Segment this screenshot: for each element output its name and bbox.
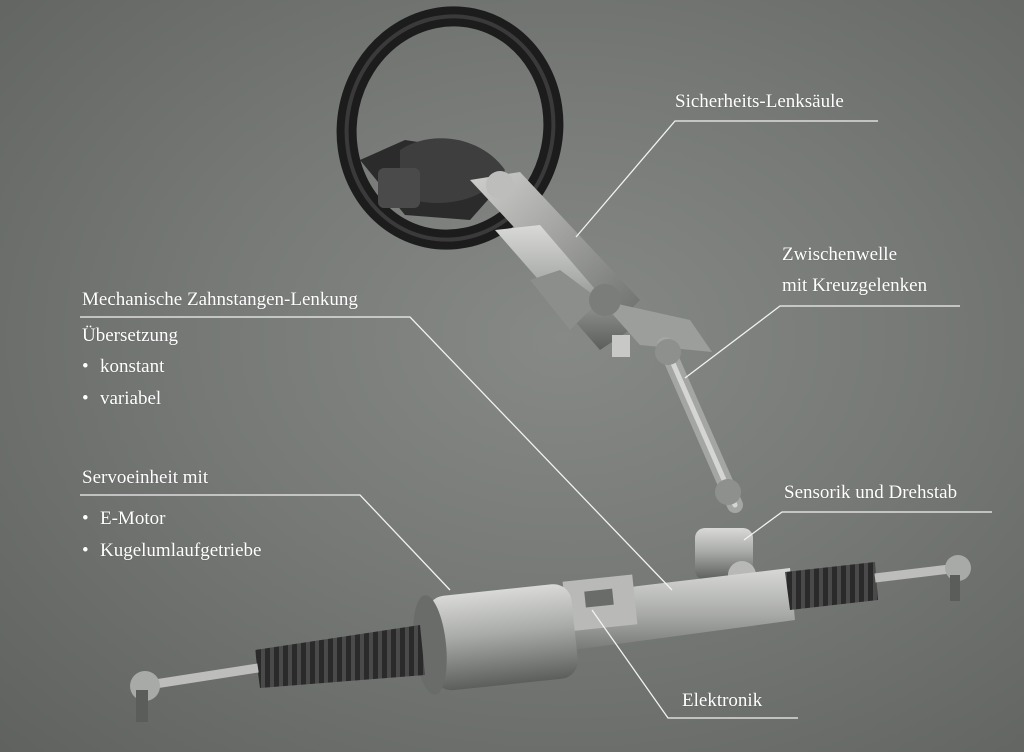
label-intermediate-shaft-line1: Zwischenwelle: [782, 244, 898, 265]
leader-sensor: [743, 511, 992, 541]
steering-column: [470, 171, 712, 357]
intermediate-shaft: [655, 337, 743, 513]
label-ratio-constant: konstant: [82, 356, 164, 378]
tie-rods: [130, 555, 971, 722]
label-intermediate-shaft-line2: mit Kreuzgelenken: [782, 275, 928, 296]
leader-steering-column: [575, 120, 878, 238]
label-electronics: Elektronik: [682, 690, 763, 711]
steering-wheel: [336, 6, 564, 250]
rubber-bellows: [255, 562, 878, 688]
label-servo-unit: Servoeinheit mit: [82, 467, 209, 488]
leader-electronics: [591, 609, 798, 719]
label-servo-motor: E-Motor: [82, 508, 165, 530]
leader-mechanical-rack: [80, 316, 673, 591]
servo-motor: [413, 584, 578, 695]
leader-servo-unit: [80, 494, 451, 591]
label-steering-column: Sicherheits-Lenksäule: [675, 91, 844, 112]
label-ratio-heading: Übersetzung: [82, 325, 179, 346]
leader-intermediate-shaft: [684, 305, 960, 379]
label-ratio-variable: variabel: [82, 388, 161, 410]
leader-lines: [80, 120, 992, 719]
label-servo-gear: Kugelumlaufgetriebe: [82, 540, 261, 562]
label-mechanical-rack: Mechanische Zahnstangen-Lenkung: [82, 289, 358, 310]
label-sensor: Sensorik und Drehstab: [784, 482, 958, 503]
